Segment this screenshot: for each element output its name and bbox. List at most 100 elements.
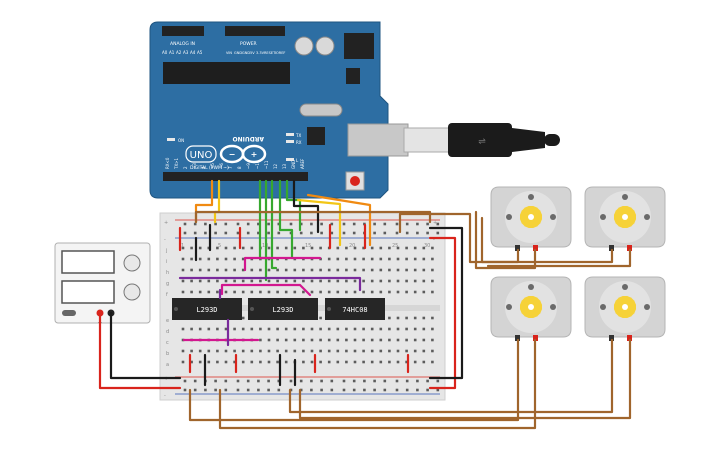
breadboard-hole[interactable] — [353, 327, 357, 331]
rail-hole[interactable] — [277, 231, 281, 235]
breadboard-hole[interactable] — [327, 290, 331, 294]
breadboard-hole[interactable] — [405, 290, 408, 294]
wire-motor3-a[interactable] — [188, 338, 520, 422]
breadboard-hole[interactable] — [379, 268, 383, 272]
breadboard-hole[interactable] — [319, 290, 322, 294]
breadboard-hole[interactable] — [284, 360, 288, 364]
breadboard-hole[interactable] — [241, 268, 245, 272]
breadboard-hole[interactable] — [353, 290, 357, 294]
breadboard-hole[interactable] — [362, 268, 365, 272]
breadboard-hole[interactable] — [190, 327, 193, 331]
breadboard-hole[interactable] — [336, 290, 340, 294]
breadboard-hole[interactable] — [405, 349, 408, 353]
breadboard-hole[interactable] — [413, 279, 417, 283]
breadboard-hole[interactable] — [293, 338, 297, 342]
breadboard-hole[interactable] — [431, 246, 434, 250]
rail-hole[interactable] — [352, 379, 356, 383]
breadboard-hole[interactable] — [207, 360, 211, 364]
rail-hole[interactable] — [395, 222, 399, 226]
breadboard-hole[interactable] — [284, 279, 288, 283]
breadboard-hole[interactable] — [241, 360, 245, 364]
breadboard-hole[interactable] — [336, 279, 340, 283]
breadboard-hole[interactable] — [190, 257, 193, 261]
breadboard-hole[interactable] — [233, 360, 236, 364]
rail-hole[interactable] — [257, 379, 260, 383]
rail-hole[interactable] — [236, 222, 240, 226]
breadboard-hole[interactable] — [319, 279, 322, 283]
breadboard-hole[interactable] — [422, 279, 426, 283]
breadboard-hole[interactable] — [345, 268, 348, 272]
breadboard-hole[interactable] — [413, 316, 417, 320]
breadboard-hole[interactable] — [259, 327, 262, 331]
breadboard-hole[interactable] — [302, 349, 305, 353]
breadboard-hole[interactable] — [302, 290, 305, 294]
rail-hole[interactable] — [320, 379, 323, 383]
breadboard-hole[interactable] — [327, 349, 331, 353]
breadboard-hole[interactable] — [284, 338, 288, 342]
rail-hole[interactable] — [320, 388, 323, 392]
rail-hole[interactable] — [246, 379, 250, 383]
breadboard-hole[interactable] — [422, 257, 426, 261]
breadboard-hole[interactable] — [353, 279, 357, 283]
rail-hole[interactable] — [204, 231, 207, 235]
breadboard-hole[interactable] — [224, 246, 228, 250]
breadboard-hole[interactable] — [224, 349, 228, 353]
rail-hole[interactable] — [214, 379, 217, 383]
breadboard-hole[interactable] — [319, 246, 322, 250]
rail-hole[interactable] — [193, 231, 197, 235]
wire-pin12[interactable] — [278, 179, 294, 260]
breadboard-hole[interactable] — [327, 279, 331, 283]
breadboard-hole[interactable] — [190, 360, 193, 364]
breadboard-hole[interactable] — [422, 349, 426, 353]
rail-hole[interactable] — [395, 231, 399, 235]
rail-hole[interactable] — [204, 388, 207, 392]
rail-hole[interactable] — [352, 388, 356, 392]
breadboard-hole[interactable] — [181, 349, 185, 353]
rail-hole[interactable] — [224, 388, 228, 392]
breadboard-hole[interactable] — [413, 246, 417, 250]
motor-terminal[interactable] — [627, 335, 632, 341]
rail-hole[interactable] — [395, 379, 399, 383]
rail-hole[interactable] — [330, 222, 334, 226]
breadboard-hole[interactable] — [276, 327, 279, 331]
ic-chip-1[interactable]: L293D — [172, 298, 242, 320]
breadboard-hole[interactable] — [413, 257, 417, 261]
breadboard-hole[interactable] — [327, 257, 331, 261]
wire-motor2-b[interactable] — [486, 248, 632, 268]
breadboard-hole[interactable] — [431, 360, 434, 364]
rail-hole[interactable] — [436, 222, 440, 226]
breadboard-hole[interactable] — [233, 349, 236, 353]
wire-motor3-b[interactable] — [218, 338, 537, 430]
rail-hole[interactable] — [416, 388, 419, 392]
breadboard-hole[interactable] — [302, 246, 305, 250]
rail-hole[interactable] — [373, 388, 376, 392]
breadboard-hole[interactable] — [310, 279, 314, 283]
breadboard-hole[interactable] — [293, 268, 297, 272]
rail-hole[interactable] — [277, 388, 281, 392]
breadboard-hole[interactable] — [413, 327, 417, 331]
power-supply[interactable]: + - — [54, 242, 151, 326]
breadboard-hole[interactable] — [310, 349, 314, 353]
rail-hole[interactable] — [426, 388, 429, 392]
breadboard-hole[interactable] — [405, 316, 408, 320]
rail-hole[interactable] — [352, 231, 356, 235]
breadboard-hole[interactable] — [233, 268, 236, 272]
breadboard-hole[interactable] — [181, 279, 185, 283]
breadboard-hole[interactable] — [422, 338, 426, 342]
breadboard-hole[interactable] — [353, 246, 357, 250]
rail-hole[interactable] — [373, 231, 376, 235]
rail-hole[interactable] — [342, 222, 346, 226]
rail-hole[interactable] — [342, 231, 346, 235]
rail-hole[interactable] — [224, 231, 228, 235]
motor-terminal[interactable] — [609, 335, 614, 341]
breadboard-hole[interactable] — [422, 327, 426, 331]
motor-terminal[interactable] — [515, 335, 520, 341]
breadboard-hole[interactable] — [284, 290, 288, 294]
rail-hole[interactable] — [310, 379, 313, 383]
rail-hole[interactable] — [383, 222, 387, 226]
digital-header[interactable] — [163, 172, 308, 181]
rail-hole[interactable] — [289, 222, 293, 226]
rail-hole[interactable] — [426, 379, 429, 383]
rail-hole[interactable] — [330, 231, 334, 235]
breadboard-hole[interactable] — [250, 268, 254, 272]
